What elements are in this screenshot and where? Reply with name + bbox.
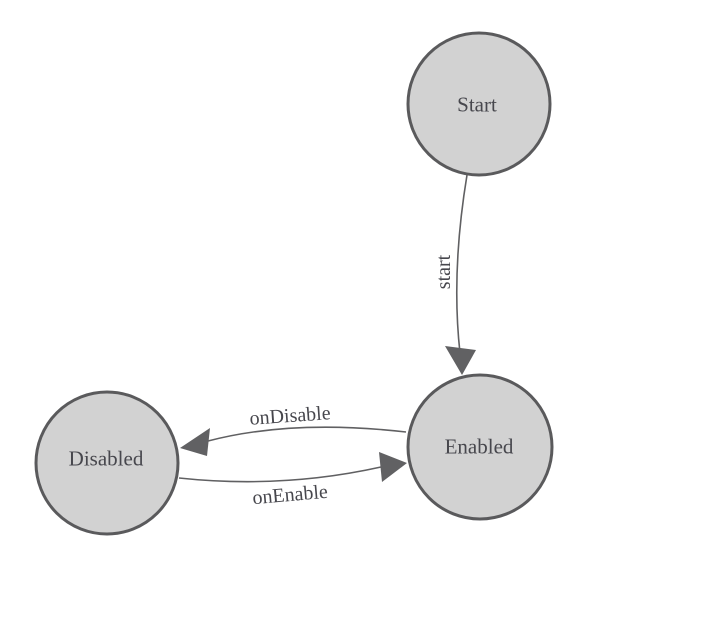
node-start-circle xyxy=(406,31,552,177)
arrowhead-into-disabled-icon xyxy=(180,428,210,456)
edge-label-ondisable: onDisable xyxy=(249,402,332,430)
node-disabled: Disabled xyxy=(34,390,180,536)
node-disabled-circle xyxy=(34,390,180,536)
edge-line-ondisable xyxy=(207,426,407,442)
edge-line-start xyxy=(455,174,468,354)
arrowhead-into-enabled-2-icon xyxy=(379,452,407,482)
node-start-label: Start xyxy=(457,92,497,116)
edge-enabled-to-disabled: onDisable xyxy=(180,402,407,456)
node-enabled: Enabled xyxy=(406,373,554,521)
node-enabled-circle xyxy=(406,373,554,521)
edge-label-start: start xyxy=(433,254,455,289)
node-enabled-label: Enabled xyxy=(445,434,514,458)
node-start: Start xyxy=(406,31,552,177)
edge-line-onenable xyxy=(178,466,382,483)
arrowhead-into-enabled-icon xyxy=(445,346,476,375)
node-disabled-label: Disabled xyxy=(69,446,144,470)
edge-disabled-to-enabled: onEnable xyxy=(178,452,407,510)
edge-start-to-enabled: start xyxy=(433,174,476,375)
edge-label-onenable: onEnable xyxy=(252,481,329,510)
